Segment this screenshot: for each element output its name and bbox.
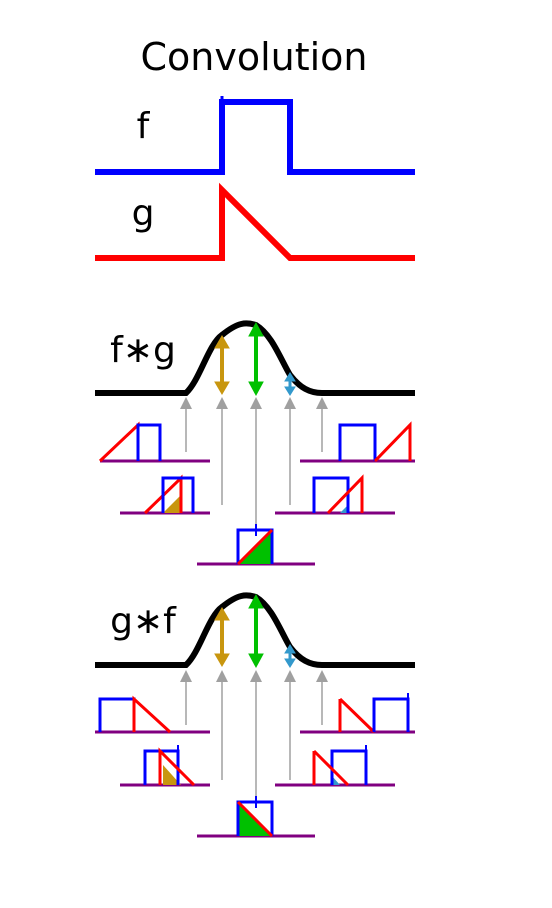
green-double-arrow — [248, 321, 264, 397]
gold-double-arrow — [214, 335, 230, 395]
g-signal — [95, 182, 415, 261]
panel-right-4 — [275, 745, 395, 787]
panel-left-1 — [98, 421, 210, 463]
panel-center-2 — [197, 796, 315, 838]
f-label: f — [137, 106, 151, 147]
green-double-arrow-2 — [248, 593, 264, 669]
panel-right-3 — [300, 693, 415, 734]
cyan-double-arrow — [284, 372, 296, 396]
panel-right-2 — [275, 474, 395, 515]
panel-center-1 — [197, 524, 315, 566]
f-conv-g-label: f∗g — [110, 330, 176, 371]
gray-pointer-arrows-2 — [180, 670, 328, 797]
diagram-title: Convolution — [140, 35, 367, 79]
panel-left-4 — [120, 745, 210, 787]
gray-pointer-arrows — [180, 397, 328, 525]
panel-left-2 — [120, 474, 210, 515]
gold-double-arrow-2 — [214, 607, 230, 667]
g-conv-f-label: g∗f — [110, 601, 177, 642]
panel-left-3 — [95, 695, 210, 734]
f-signal — [95, 99, 415, 175]
cyan-double-arrow-2 — [284, 644, 296, 668]
g-label: g — [132, 193, 155, 234]
panel-right-1 — [300, 421, 415, 463]
